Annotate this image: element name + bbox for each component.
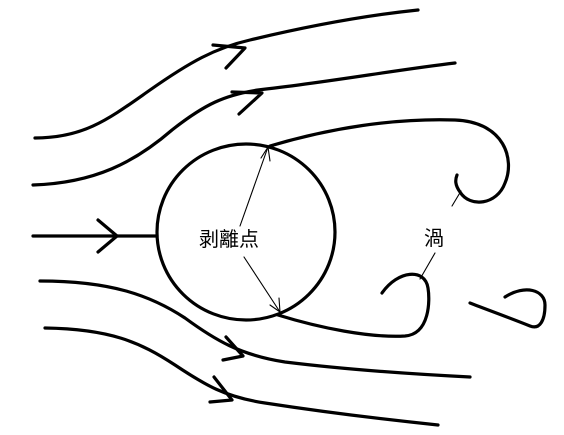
separated-flow-lower [276, 272, 431, 338]
cylinder [155, 142, 337, 322]
vortex-pointer-upper [451, 190, 462, 207]
streamline-center-arrow [96, 218, 119, 254]
separation-point-label: 剥離点 [197, 227, 261, 251]
streamline-bottom [43, 326, 440, 427]
streamline-top-arrow [211, 43, 247, 70]
streamline-upper-arrow [230, 90, 264, 116]
separation-pointer-lower-head [269, 297, 281, 314]
shed-vortex [468, 288, 547, 329]
streamline-upper [31, 61, 457, 187]
vortex-pointer-lower [419, 252, 436, 280]
streamline-top [33, 8, 420, 140]
separation-pointer-upper-head [260, 145, 271, 162]
streamline-lower [38, 279, 472, 379]
streamline-lower-arrow [221, 335, 245, 362]
separation-pointer-upper [239, 146, 269, 227]
vortex-label: 渦 [422, 226, 446, 250]
streamline-bottom-arrow [208, 375, 234, 404]
separated-flow-upper [268, 118, 510, 204]
separation-pointer-lower [243, 256, 281, 313]
